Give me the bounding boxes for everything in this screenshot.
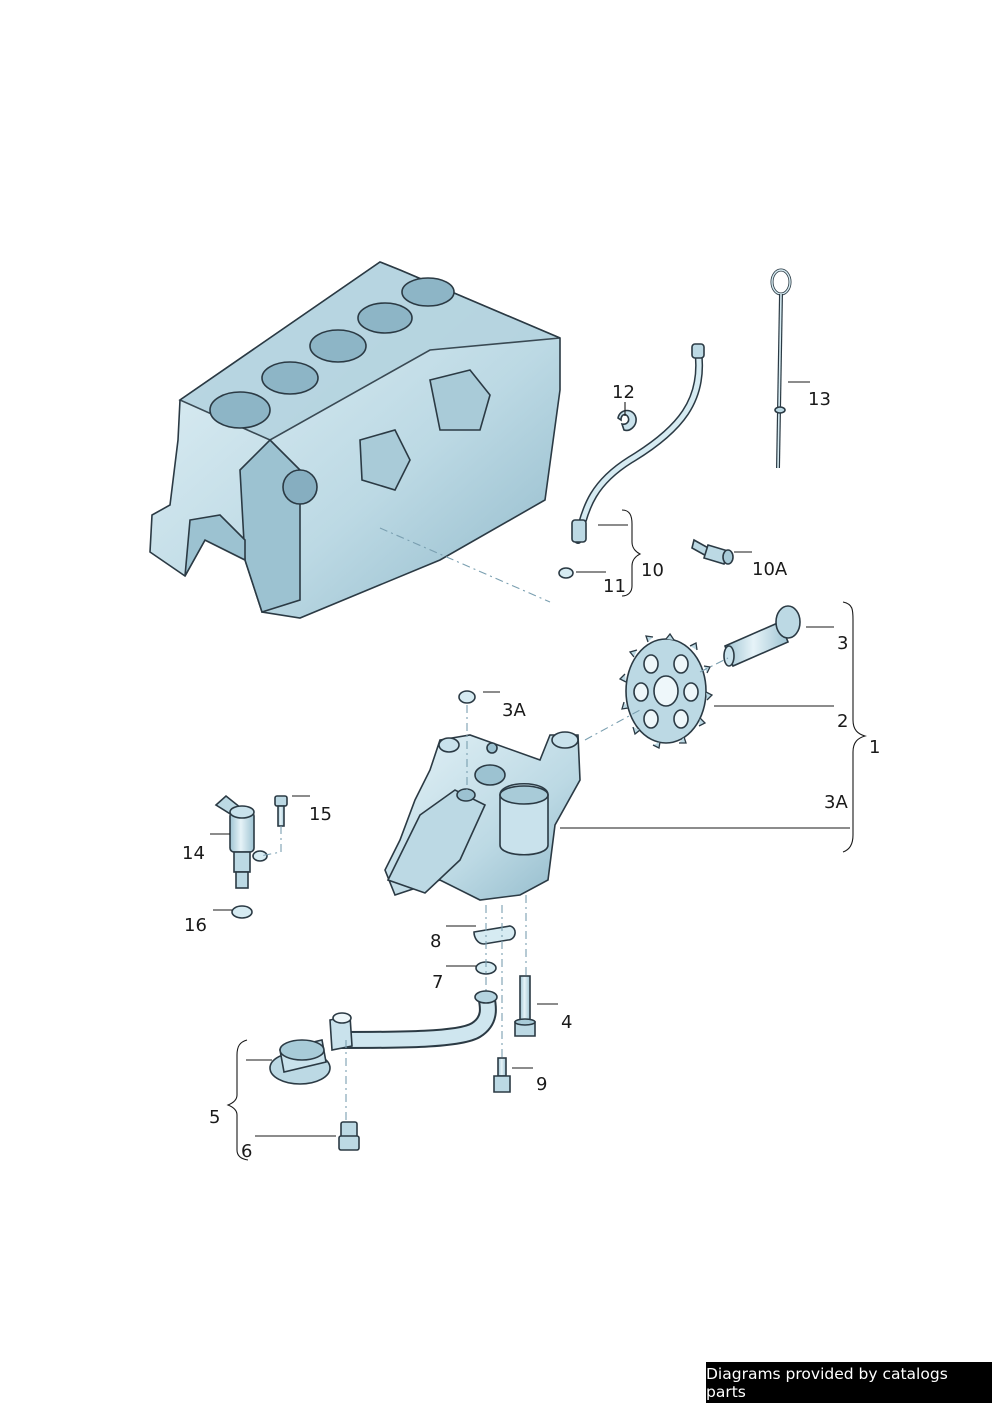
callout-3a-top: 3A bbox=[502, 700, 526, 721]
callout-7: 7 bbox=[432, 972, 443, 993]
oil-pump-1 bbox=[384, 731, 581, 901]
callout-11: 11 bbox=[603, 576, 626, 597]
alignment-line-solenoid bbox=[259, 826, 282, 857]
callout-3: 3 bbox=[837, 633, 848, 654]
oring-3a bbox=[458, 690, 476, 704]
callout-9: 9 bbox=[536, 1074, 547, 1095]
solenoid-valve-14 bbox=[214, 794, 268, 889]
callout-4: 4 bbox=[561, 1012, 572, 1033]
callout-2: 2 bbox=[837, 711, 848, 732]
callout-16: 16 bbox=[184, 915, 207, 936]
callout-14: 14 bbox=[182, 843, 205, 864]
dipstick-13 bbox=[770, 268, 792, 469]
callout-10: 10 bbox=[641, 560, 664, 581]
callout-15: 15 bbox=[309, 804, 332, 825]
bolt-6 bbox=[338, 1121, 360, 1151]
alignment-line-pump-bottom bbox=[485, 895, 527, 1060]
callout-13: 13 bbox=[808, 389, 831, 410]
engine-block bbox=[149, 261, 561, 619]
leader-lines bbox=[210, 381, 867, 1161]
callout-10a: 10A bbox=[752, 559, 788, 580]
bolt-9 bbox=[493, 1057, 511, 1093]
oil-pickup-pipe-5 bbox=[269, 990, 498, 1085]
callout-5: 5 bbox=[209, 1107, 220, 1128]
callout-6: 6 bbox=[241, 1141, 252, 1162]
bolt-15 bbox=[274, 795, 288, 827]
bolt-3 bbox=[723, 605, 801, 668]
gasket-8 bbox=[473, 925, 516, 945]
seal-ring-11 bbox=[558, 567, 574, 579]
callout-12: 12 bbox=[612, 382, 635, 403]
dipstick-guide-tube bbox=[571, 343, 705, 544]
callout-8: 8 bbox=[430, 931, 441, 952]
alignment-line-block bbox=[379, 527, 551, 603]
credit-banner: Diagrams provided by catalogs parts bbox=[706, 1362, 992, 1403]
alignment-line-sprocket bbox=[584, 657, 729, 741]
clip-12 bbox=[617, 409, 637, 432]
oring-16 bbox=[231, 905, 253, 919]
sprocket-2 bbox=[618, 632, 714, 749]
bolt-10a bbox=[691, 538, 734, 565]
callout-3a-right: 3A bbox=[824, 792, 848, 813]
callout-1: 1 bbox=[869, 737, 880, 758]
bolt-4 bbox=[514, 975, 536, 1037]
